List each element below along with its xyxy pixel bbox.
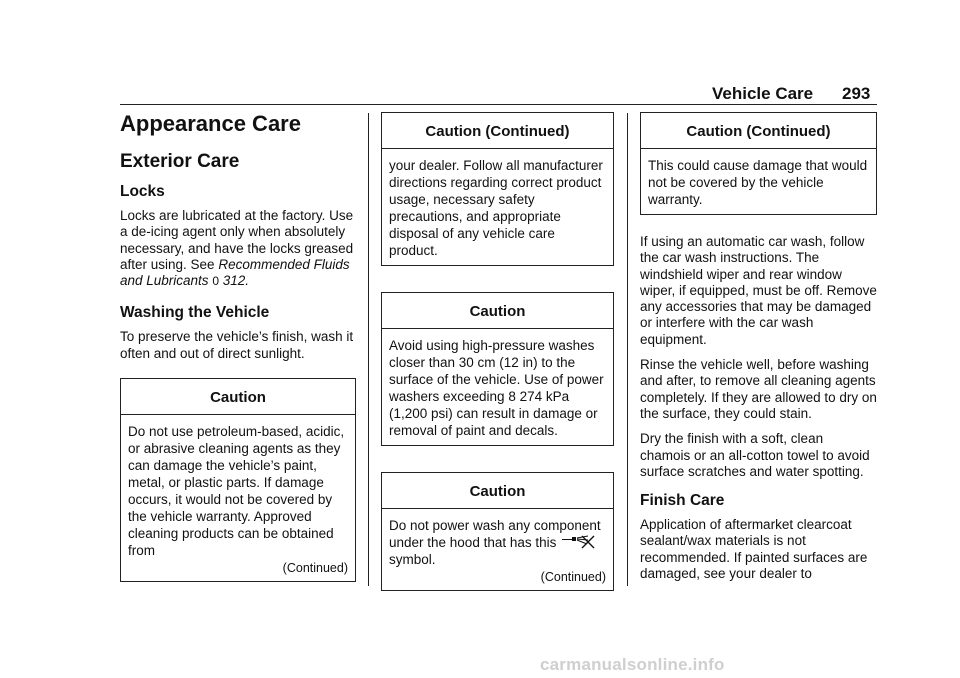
finish-care-paragraph: Application of aftermarket clearcoat sea…	[640, 517, 868, 582]
locks-heading: Locks	[120, 183, 165, 200]
reference-page: 312.	[222, 273, 250, 289]
washing-paragraph: To preserve the vehicle’s finish, wash i…	[120, 329, 354, 361]
continued-label: (Continued)	[282, 561, 348, 576]
caution-title: Caution (Continued)	[641, 113, 876, 149]
dry-paragraph: Dry the finish with a soft, clean chamoi…	[640, 431, 870, 479]
caution-title: Caution	[382, 293, 613, 329]
caution-title: Caution	[382, 473, 613, 509]
column-1: Appearance Care Exterior Care Locks Lock…	[120, 108, 356, 593]
watermark: carmanualsonline.info	[540, 655, 725, 674]
caution-box-continued: Caution (Continued) This could cause dam…	[640, 112, 877, 215]
column-3: Caution (Continued) This could cause dam…	[640, 112, 877, 591]
caution-box: Caution Do not use petroleum-based, acid…	[120, 378, 356, 583]
caution-text: This could cause damage that would not b…	[648, 158, 868, 207]
caution-text-a: Do not power wash any component under th…	[389, 518, 601, 550]
subsection-title: Exterior Care	[120, 151, 240, 172]
caution-title: Caution (Continued)	[382, 113, 613, 149]
cross-reference-link[interactable]: Recommended Fluids and Lubricants 0 312.	[120, 257, 350, 288]
caution-text-b: symbol.	[389, 552, 436, 567]
locks-paragraph: Locks are lubricated at the factory. Use…	[120, 208, 356, 289]
continued-label: (Continued)	[540, 570, 606, 584]
caution-text: Do not power wash any component under th…	[389, 517, 606, 568]
page-number: 293	[842, 84, 871, 103]
reference-title: Recommended Fluids and Lubricants	[120, 256, 350, 289]
caution-text: Avoid using high-pressure washes closer …	[389, 338, 604, 438]
finish-care-heading: Finish Care	[640, 492, 725, 510]
caution-box-continued: Caution (Continued) your dealer. Follow …	[381, 112, 614, 266]
header-rule	[120, 104, 877, 105]
caution-title: Caution	[121, 379, 355, 416]
car-wash-paragraph: If using an automatic car wash, follow t…	[640, 234, 877, 347]
caution-text: your dealer. Follow all manufacturer dir…	[389, 158, 603, 258]
caution-box-power-wash: Caution Do not power wash any component …	[381, 472, 614, 591]
running-header-title: Vehicle Care	[712, 84, 814, 103]
no-power-wash-icon	[562, 535, 595, 549]
column-divider	[627, 113, 628, 586]
caution-text: Do not use petroleum-based, acidic, or a…	[128, 424, 345, 559]
caution-box-pressure: Caution Avoid using high-pressure washes…	[381, 292, 614, 446]
column-2: Caution (Continued) your dealer. Follow …	[381, 112, 614, 602]
reference-arrow-icon: 0	[212, 274, 220, 289]
washing-heading: Washing the Vehicle	[120, 304, 270, 322]
section-title: Appearance Care	[120, 111, 301, 136]
locks-text: Locks are lubricated at the factory. Use…	[120, 208, 354, 272]
rinse-paragraph: Rinse the vehicle well, before washing a…	[640, 357, 877, 421]
column-divider	[368, 113, 369, 586]
